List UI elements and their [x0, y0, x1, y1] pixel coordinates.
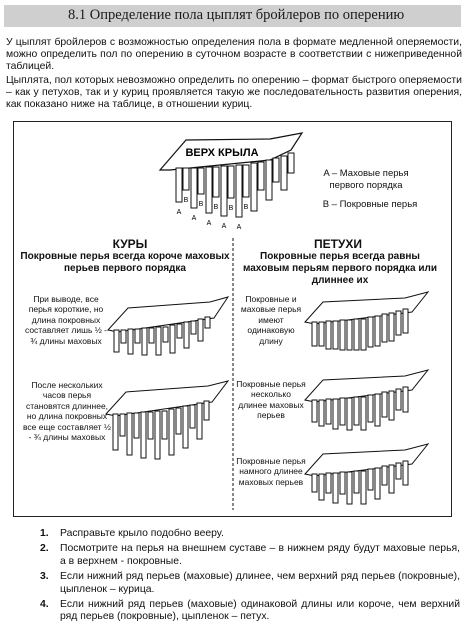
hens-subtitle: Покровные перья всегда короче маховых пе…	[20, 251, 230, 274]
marker-a-5: A	[237, 224, 242, 231]
hen-wing-1	[107, 296, 230, 356]
cockerels-caption-2: Покровные перья несколько длинее маховых…	[236, 379, 306, 421]
step-4: 4.Если нижний ряд перьев (маховые) одина…	[40, 599, 460, 623]
step-3: 3.Если нижний ряд перьев (маховые) длине…	[40, 571, 460, 595]
page-title: 8.1 Определение пола цыплят бройлеров по…	[68, 7, 405, 23]
cockerel-wing-3	[304, 443, 430, 505]
hen-wing-2	[105, 380, 230, 460]
cockerel-wing-2	[304, 369, 430, 431]
hens-title: КУРЫ	[112, 237, 148, 251]
legend-covert-feathers: B – Покровные перья	[322, 199, 418, 210]
hens-caption-1: При выводе, все перья короткие, но длина…	[24, 294, 108, 346]
wing-top-label: ВЕРХ КРЫЛА	[185, 147, 258, 159]
marker-a-4: A	[222, 223, 227, 230]
cockerels-title: ПЕТУХИ	[313, 237, 363, 251]
marker-b-5: B	[244, 204, 249, 211]
cockerels-caption-3: Покровные перья намного длинее маховых п…	[236, 456, 306, 487]
title-bar: 8.1 Определение пола цыплят бройлеров по…	[4, 5, 461, 27]
marker-a-1: A	[177, 209, 182, 216]
intro-paragraph-1: У цыплят бройлеров с возможностью опреде…	[6, 37, 462, 73]
marker-b-2: B	[199, 201, 204, 208]
step-2: 2.Посмотрите на перья на внешнем суставе…	[40, 543, 460, 567]
wing-top-feathers	[175, 152, 295, 218]
hens-caption-2: После нескольких часов перья становятся …	[23, 380, 111, 443]
marker-b-1: B	[184, 197, 189, 204]
intro-paragraph-2: Цыплята, пол которых невозможно определи…	[6, 75, 462, 111]
feather-sexing-diagram	[13, 121, 452, 517]
wing-top-illustration: ВЕРХ КРЫЛА A B A B A B A B A B	[158, 132, 304, 231]
instruction-steps: 1.Расправьте крыло подобно вееру. 2.Посм…	[40, 528, 460, 627]
marker-b-3: B	[214, 204, 219, 211]
step-1: 1.Расправьте крыло подобно вееру.	[40, 528, 224, 539]
cockerel-wing-1	[304, 291, 430, 351]
marker-a-2: A	[192, 215, 197, 222]
marker-a-3: A	[207, 220, 212, 227]
cockerels-caption-1: Покровные и маховые перья имеют одинаков…	[240, 294, 302, 346]
marker-b-4: B	[229, 205, 234, 212]
legend-primary-feathers: A – Маховые перья первого порядка	[323, 168, 409, 191]
cockerels-subtitle: Покровные перья всегда равны маховым пер…	[242, 251, 438, 286]
